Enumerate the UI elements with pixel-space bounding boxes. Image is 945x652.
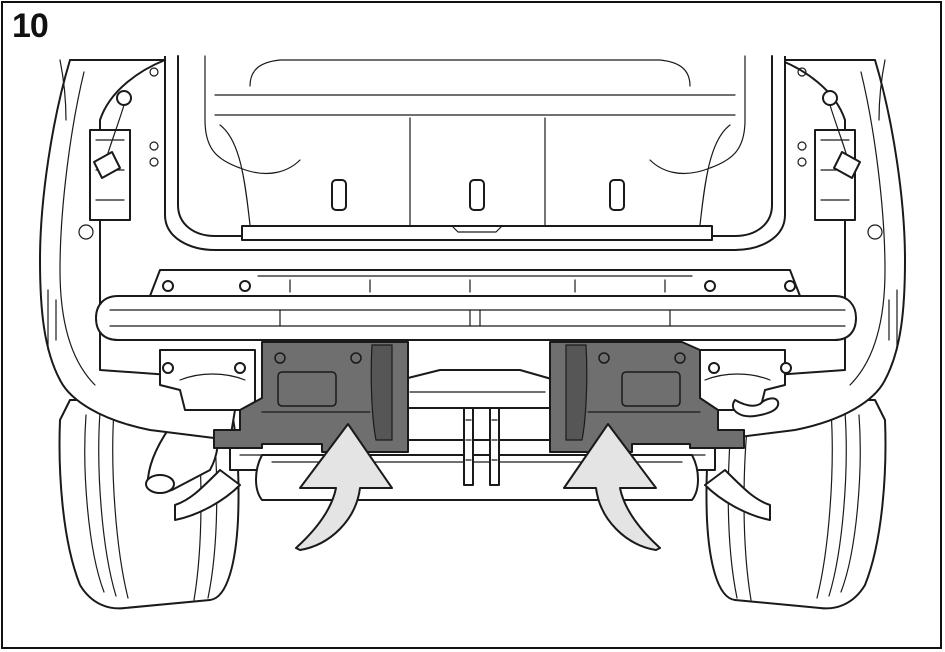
- bumper-reinforcement-beam: [95, 295, 857, 341]
- trunk-opening: [164, 55, 786, 251]
- left-body-side: [39, 59, 241, 441]
- right-lower-bracket: [699, 349, 792, 418]
- right-rear-tyre: [705, 399, 887, 610]
- rear-panel-trim: [149, 269, 801, 297]
- right-body-side: [704, 59, 906, 441]
- curved-up-arrow-icon: [295, 423, 393, 551]
- left-lower-bracket: [159, 349, 256, 411]
- curved-up-arrow-icon: [563, 423, 661, 551]
- right-heat-shield: [549, 341, 745, 453]
- left-heat-shield: [213, 341, 409, 453]
- step-number: 10: [12, 7, 49, 45]
- center-cross-member: [399, 369, 556, 409]
